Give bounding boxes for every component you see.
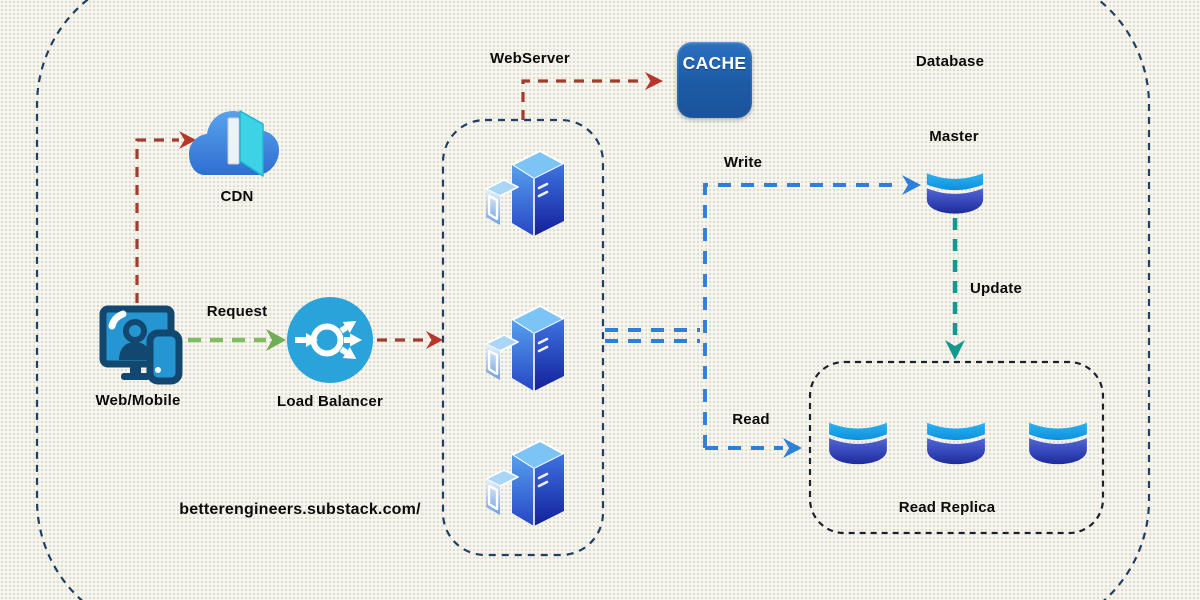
webserver-to-cache-arrow [521,72,663,120]
replica-db-icon [925,416,987,468]
web-mobile-label: Web/Mobile [95,392,181,409]
read-replica-group-box [808,360,1105,535]
diagram-boundary [35,0,1151,600]
replica-db-icon [1027,416,1089,468]
webserver-bus-lines [605,328,700,343]
client-to-cdn-arrow [135,131,196,303]
cache-node: CACHE [677,42,752,118]
read-replica-label: Read Replica [898,499,996,516]
web-server-icon [478,143,570,238]
load-balancer-icon [287,297,373,383]
replica-db-icon [827,416,889,468]
write-label: Write [723,154,763,171]
cdn-label: CDN [220,188,254,205]
cdn-icon [188,98,284,192]
read-label: Read [732,411,770,428]
load-balancer-label: Load Balancer [277,393,383,410]
update-arrow [945,218,965,360]
watermark-url: betterengineers.substack.com/ [179,501,421,518]
master-label: Master [929,128,979,145]
cache-label: CACHE [682,53,747,73]
web-server-icon [478,433,570,528]
update-label: Update [969,280,1023,297]
write-arrow [703,175,921,448]
web-mobile-icon [98,300,190,392]
read-arrow [705,438,802,458]
webserver-group-box [441,118,605,557]
master-db-icon [925,166,985,218]
lb-to-webservers-arrow [377,331,443,349]
request-arrow [188,329,286,351]
request-label: Request [206,303,268,320]
database-label: Database [915,53,985,70]
web-server-icon [478,298,570,393]
webserver-label: WebServer [490,50,570,67]
